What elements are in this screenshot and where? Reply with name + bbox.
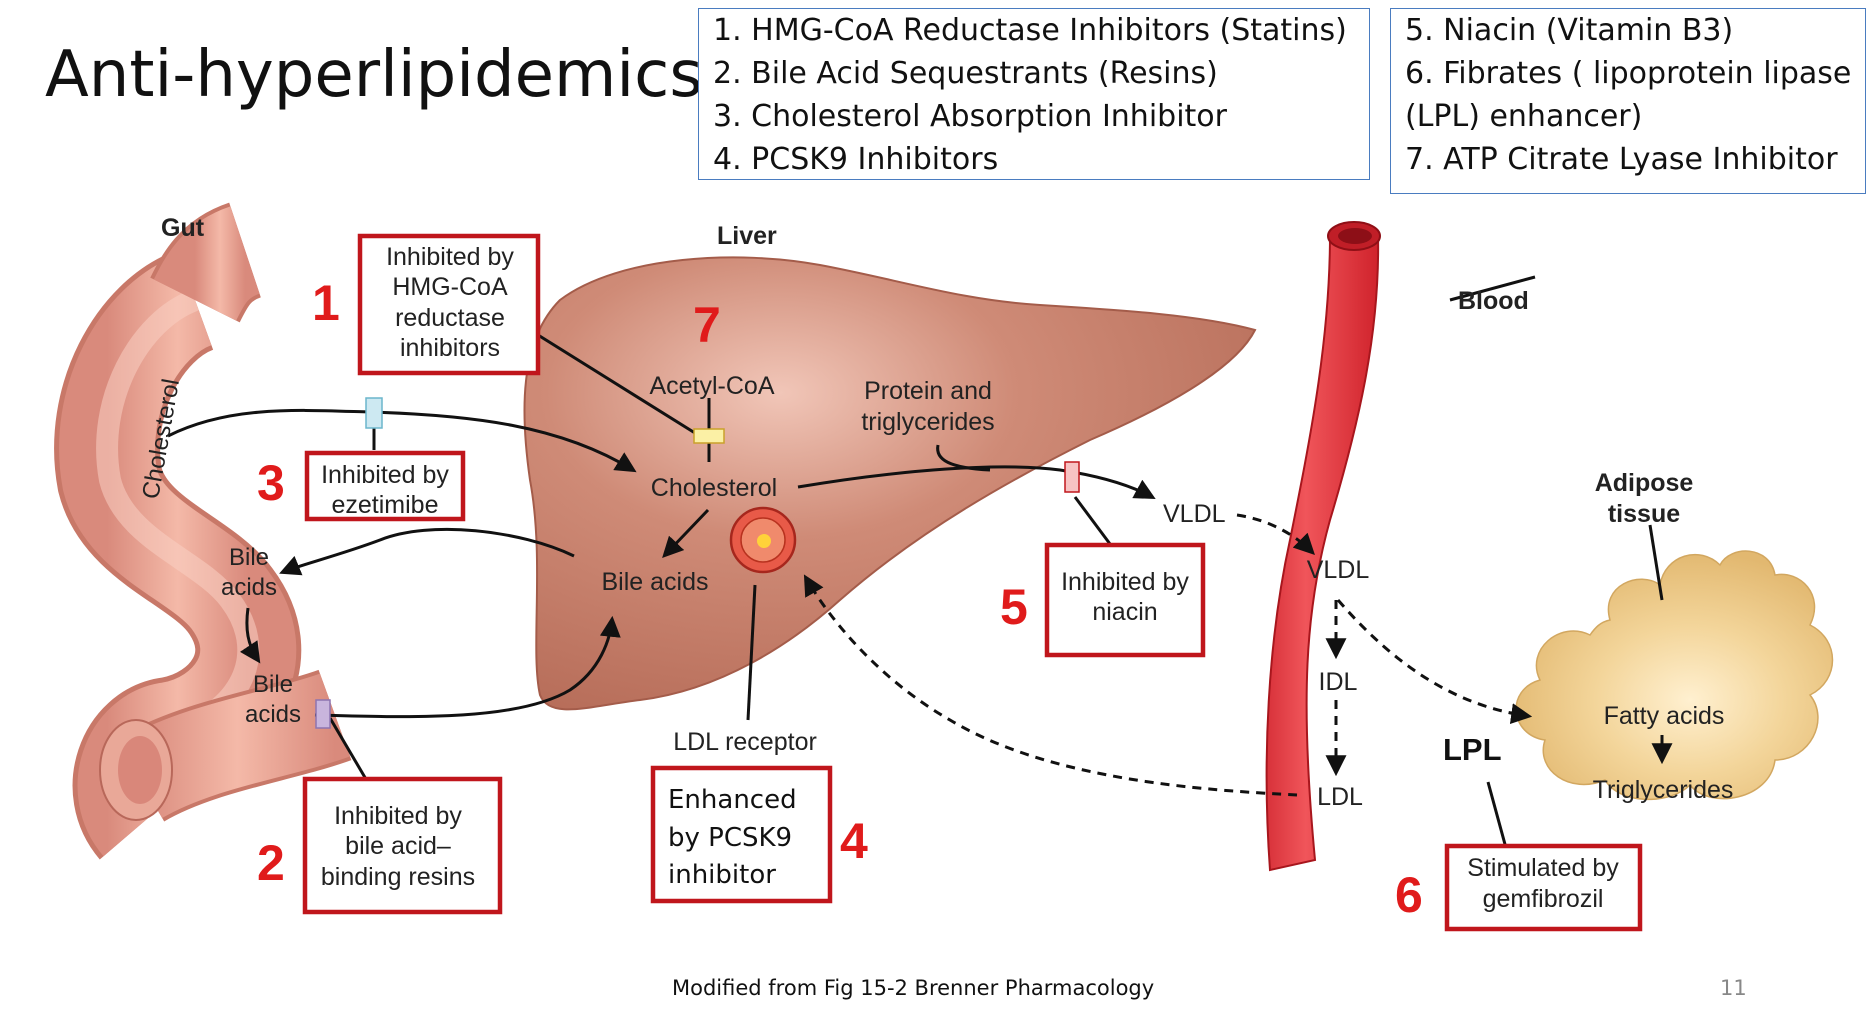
ezetimibe-inhibition-box: Inhibited by ezetimibe [304,450,466,522]
legend-item: 7. ATP Citrate Lyase Inhibitor [1405,142,1838,177]
vldl-out-label: VLDL [1163,500,1226,528]
niacin-block-marker [1064,461,1080,493]
marker-number-2: 2 [257,835,285,891]
liver-illustration [523,256,1257,711]
box-text: binding resins [321,863,475,891]
idl-label: IDL [1319,668,1358,696]
marker-number-5: 5 [1000,579,1028,635]
resin-block-marker [315,699,331,729]
triglycerides-label: Triglycerides [1593,776,1734,804]
resin-inhibition-box: Inhibited by bile acid– binding resins [302,776,503,915]
ezetimibe-block-marker [365,397,383,429]
gut-bile-acids-upper-line2: acids [221,574,277,601]
box-text: Inhibited by [1061,568,1189,596]
box-text: gemfibrozil [1483,885,1604,913]
marker-number-6: 6 [1395,867,1423,923]
fatty-acids-label: Fatty acids [1604,702,1725,730]
box-text: inhibitor [668,860,776,890]
box-text: Inhibited by [386,243,514,271]
pcsk9-enhancement-box: Enhanced by PCSK9 inhibitor [650,765,833,904]
adipose-illustration [1515,550,1834,801]
ldl-label: LDL [1317,783,1363,811]
liver-bile-acids-label: Bile acids [602,568,709,596]
legend-item: 3. Cholesterol Absorption Inhibitor [713,99,1227,134]
acetyl-coa-label: Acetyl-CoA [649,372,774,400]
legend-item: (LPL) enhancer) [1405,99,1643,134]
protein-label-line2: triglycerides [861,408,994,436]
adipose-label-line1: Adipose [1595,469,1694,497]
legend-item: 2. Bile Acid Sequestrants (Resins) [713,56,1218,91]
drug-class-list-right: 5. Niacin (Vitamin B3) 6. Fibrates ( lip… [1390,8,1866,194]
marker-number-3: 3 [257,455,285,511]
marker-number-1: 1 [312,275,340,331]
ldl-receptor-label: LDL receptor [673,728,817,756]
blood-vessel-illustration [1265,221,1381,872]
gemfibrozil-stimulation-box: Stimulated by gemfibrozil [1444,843,1643,932]
protein-label-line1: Protein and [864,377,992,405]
gut-illustration [54,202,352,860]
liver-cholesterol-label: Cholesterol [651,474,777,502]
gut-bile-acids-upper-line1: Bile [229,544,269,571]
statin-inhibition-box: Inhibited by HMG-CoA reductase inhibitor… [357,233,541,376]
box-text: Inhibited by [334,802,462,830]
slide-title: Anti-hyperlipidemics [45,38,703,112]
legend-item: 4. PCSK9 Inhibitors [713,142,999,177]
blood-label: Blood [1458,287,1529,315]
vldl-blood-label: VLDL [1307,556,1370,584]
figure-credit: Modified from Fig 15-2 Brenner Pharmacol… [672,976,1155,1000]
dashed-pathway-arrows [803,513,1673,797]
box-text: Inhibited by [321,461,449,489]
box-text: Stimulated by [1467,854,1619,882]
gut-bile-acids-lower-line1: Bile [253,671,293,698]
box-text: by PCSK9 [668,823,792,853]
box-text: inhibitors [400,334,500,362]
box-text: bile acid– [345,832,451,860]
statin-block-marker [693,428,725,444]
gut-bile-acids-lower-line2: acids [245,701,301,728]
lpl-label: LPL [1443,732,1502,767]
legend-item: 6. Fibrates ( lipoprotein lipase [1405,56,1852,91]
adipose-label-line2: tissue [1608,500,1680,528]
box-text: reductase [395,304,505,332]
box-text: Enhanced [668,785,797,815]
box-text: HMG-CoA [392,273,508,301]
box-text: ezetimibe [332,491,439,519]
liver-label: Liver [717,222,777,250]
ldl-receptor-icon [729,506,797,574]
gut-label: Gut [161,214,205,242]
legend-item: 5. Niacin (Vitamin B3) [1405,13,1734,48]
drug-class-list-left: 1. HMG-CoA Reductase Inhibitors (Statins… [698,8,1370,180]
marker-number-4: 4 [840,813,868,869]
niacin-inhibition-box: Inhibited by niacin [1044,542,1206,658]
legend-item: 1. HMG-CoA Reductase Inhibitors (Statins… [713,13,1347,48]
page-number: 11 [1720,976,1747,1000]
box-text: niacin [1092,598,1157,626]
marker-number-7: 7 [693,297,721,353]
